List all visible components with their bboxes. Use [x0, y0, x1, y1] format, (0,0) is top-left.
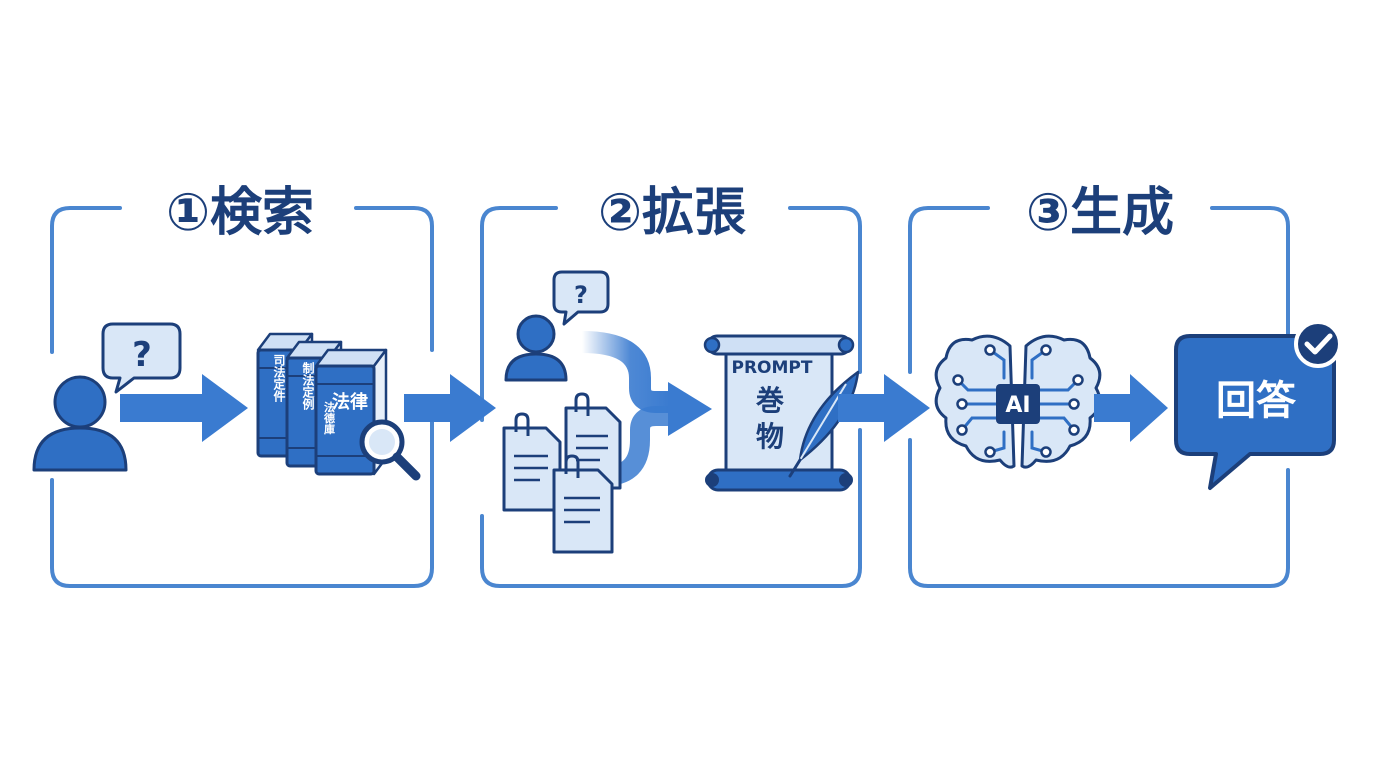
question-bubble-icon: ?: [101, 322, 182, 394]
ai-chip-label: AI: [1005, 393, 1030, 418]
flow-arrow: [838, 374, 930, 442]
answer-bubble-icon: 回答: [1174, 334, 1336, 490]
stage-title-augmentation: ②拡張: [598, 183, 746, 243]
scroll-line-1: 巻: [755, 384, 785, 417]
scroll-title: PROMPT: [732, 358, 813, 378]
book-spine-3-side: 法德庫: [323, 400, 337, 435]
magnifier-icon: [359, 419, 421, 481]
stage-title-retrieval: ①検索: [166, 183, 314, 243]
book-spine-2: 制法定例: [301, 361, 315, 411]
merge-arrow: [581, 331, 712, 486]
book-spine-3-title: 法律: [332, 391, 368, 413]
stage-title-generation: ③生成: [1026, 183, 1174, 243]
flow-arrow: [120, 374, 248, 442]
ai-brain-icon: AI: [934, 334, 1102, 469]
flow-arrow: [1094, 374, 1168, 442]
document-stack-icon: [502, 392, 622, 554]
stage-frame-generation: [908, 206, 1290, 588]
book-spine-1: 司法定件: [272, 354, 286, 403]
user-icon: [32, 375, 128, 472]
question-mark: ?: [132, 335, 152, 375]
flow-arrow: [404, 374, 496, 442]
stage-frame-retrieval: [50, 206, 434, 588]
question-bubble-icon: ?: [552, 270, 610, 326]
question-mark: ?: [574, 281, 588, 309]
user-icon: [504, 314, 568, 382]
scroll-line-2: 物: [756, 420, 784, 453]
stage-frame-augmentation: [480, 206, 862, 588]
answer-label: 回答: [1216, 378, 1297, 424]
check-badge-icon: [1294, 320, 1342, 368]
